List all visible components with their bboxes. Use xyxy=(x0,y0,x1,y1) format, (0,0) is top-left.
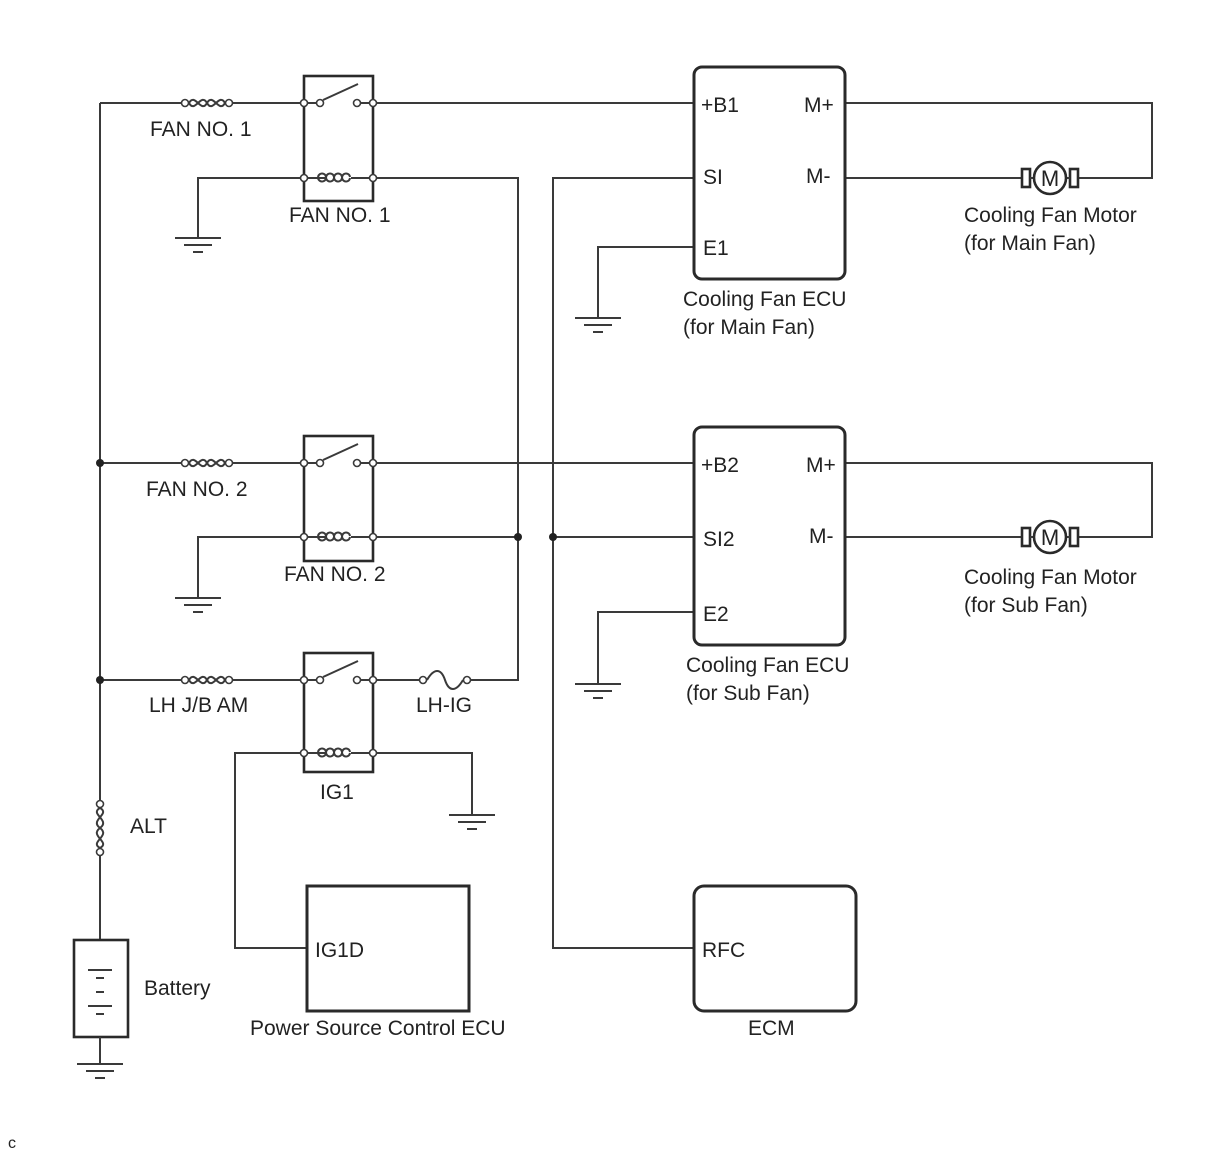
motor-sub-symbol: M xyxy=(1041,525,1059,550)
ecu-sub-pin-si2: SI2 xyxy=(703,528,735,551)
fuse-fan-no2-label: FAN NO. 2 xyxy=(146,478,248,501)
ecm-name: ECM xyxy=(748,1017,795,1040)
ecu-main-name: Cooling Fan ECU xyxy=(683,288,846,311)
ecu-sub-pin-mplus: M+ xyxy=(806,454,836,477)
fuse-alt-label: ALT xyxy=(130,815,167,838)
battery-label: Battery xyxy=(144,977,211,1000)
motor-main-subname: (for Main Fan) xyxy=(964,232,1096,255)
ecu-sub-pin-e2: E2 xyxy=(703,603,729,626)
ecu-main-pin-si: SI xyxy=(703,166,723,189)
fuse-lh-jb-am-label: LH J/B AM xyxy=(149,694,248,717)
wires xyxy=(99,102,1153,949)
ecu-sub-subname: (for Sub Fan) xyxy=(686,682,810,705)
relay-ig1 xyxy=(299,651,378,774)
psc-ecu-pin-ig1d: IG1D xyxy=(315,939,364,962)
corner-mark: c xyxy=(8,1135,16,1152)
ecu-sub-name: Cooling Fan ECU xyxy=(686,654,849,677)
ecu-main-pin-mminus: M- xyxy=(806,165,831,188)
fuse-lh-ig xyxy=(418,670,472,690)
ecm-pin-rfc: RFC xyxy=(702,939,745,962)
ground-symbols xyxy=(77,237,621,1079)
cooling-fan-ecu-sub xyxy=(692,425,847,647)
relay-fan-no1-label: FAN NO. 1 xyxy=(289,204,391,227)
battery xyxy=(72,938,130,1064)
junction-dots xyxy=(96,459,557,684)
ecm xyxy=(692,884,858,1013)
cooling-fan-ecu-main xyxy=(692,65,847,281)
fuse-lh-ig-label: LH-IG xyxy=(416,694,472,717)
ecu-main-pin-b1: +B1 xyxy=(701,94,739,117)
fuse-fan-no1-label: FAN NO. 1 xyxy=(150,118,252,141)
fuse-alt xyxy=(95,799,105,857)
power-source-control-ecu xyxy=(305,884,471,1013)
fuse-lh-jb-am xyxy=(180,675,234,685)
motor-sub-name: Cooling Fan Motor xyxy=(964,566,1137,589)
fuse-fan-no1 xyxy=(180,98,234,108)
motor-main-name: Cooling Fan Motor xyxy=(964,204,1137,227)
relay-fan-no2 xyxy=(299,434,378,563)
relay-fan-no1 xyxy=(299,74,378,203)
ecu-main-pin-mplus: M+ xyxy=(804,94,834,117)
relay-ig1-label: IG1 xyxy=(320,781,354,804)
ecu-main-subname: (for Main Fan) xyxy=(683,316,815,339)
relay-fan-no2-label: FAN NO. 2 xyxy=(284,563,386,586)
ecu-sub-pin-b2: +B2 xyxy=(701,454,739,477)
motor-main-symbol: M xyxy=(1041,166,1059,191)
cooling-fan-motor-main xyxy=(1020,160,1080,196)
psc-ecu-name: Power Source Control ECU xyxy=(250,1017,506,1040)
fuse-fan-no2 xyxy=(180,458,234,468)
ecu-main-pin-e1: E1 xyxy=(703,237,729,260)
motor-sub-subname: (for Sub Fan) xyxy=(964,594,1088,617)
cooling-fan-motor-sub xyxy=(1020,519,1080,555)
ecu-sub-pin-mminus: M- xyxy=(809,525,834,548)
